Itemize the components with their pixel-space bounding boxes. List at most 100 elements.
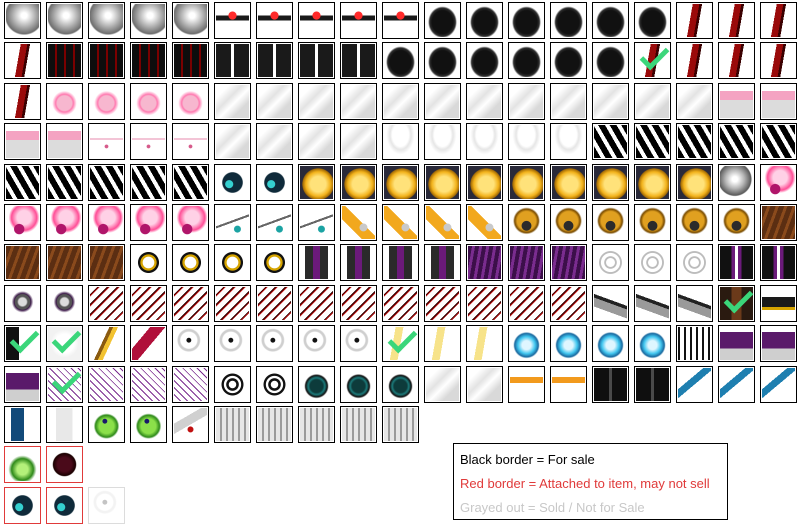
item-slot-flames-black[interactable] [592,123,629,161]
item-slot-coat-black[interactable] [508,42,545,80]
item-slot-ghost-white[interactable] [214,325,251,363]
item-slot-pants-black[interactable] [214,42,251,80]
item-slot-necklace-pearl[interactable] [88,123,125,161]
item-slot-flames-black[interactable] [760,123,797,161]
item-slot-blade-silver[interactable] [676,284,713,322]
item-slot-glove-red[interactable] [4,42,41,80]
item-slot-dress-white[interactable] [424,82,461,120]
item-slot-moon-gold[interactable] [508,163,545,201]
item-slot-fire-gold[interactable] [340,204,377,241]
item-slot-skirt-pink[interactable] [4,123,41,161]
item-slot-cape-purple[interactable] [466,244,503,282]
item-slot-web-purple-check[interactable] [46,365,83,403]
item-slot-skirt-silver[interactable] [256,406,293,443]
item-slot-crown-orange[interactable] [508,365,545,403]
item-slot-moon-gold[interactable] [676,163,713,201]
item-slot-dress-white[interactable] [550,82,587,120]
item-slot-wings-white[interactable] [172,406,209,443]
item-slot-moon-gold[interactable] [298,163,335,201]
item-slot-horn-red[interactable] [130,325,167,363]
item-slot-helm-gold[interactable] [634,204,671,241]
item-slot-mask-teal[interactable] [256,163,293,201]
item-slot-cape-black-red[interactable] [130,42,167,80]
item-slot-flames-black[interactable] [46,163,83,201]
item-slot-armor-gray[interactable] [172,2,209,39]
item-slot-dress-white[interactable] [508,82,545,120]
item-slot-dress-white[interactable] [256,82,293,120]
item-slot-armor-gray[interactable] [46,2,83,39]
item-slot-stitch-red[interactable] [88,284,125,322]
item-slot-coat-black[interactable] [424,2,461,39]
item-slot-web-purple[interactable] [88,365,125,403]
item-slot-web-purple[interactable] [172,365,209,403]
item-slot-dress-white[interactable] [424,365,461,403]
item-slot-crown-ruby[interactable] [382,2,419,39]
item-slot-dress-white[interactable] [214,82,251,120]
item-slot-wings-dark[interactable] [718,244,755,282]
item-slot-orb-dark[interactable] [46,446,83,484]
item-slot-coat-black[interactable] [550,2,587,39]
item-slot-fire-gold[interactable] [424,204,461,241]
item-slot-ghost-white[interactable] [340,325,377,363]
item-slot-flower-teal[interactable] [340,365,377,403]
item-slot-flames-black[interactable] [718,123,755,161]
item-slot-stitch-red[interactable] [172,284,209,322]
item-slot-cape-black-red[interactable] [88,42,125,80]
item-slot-stitch-red[interactable] [466,284,503,322]
item-slot-staff-yellow-check[interactable] [382,325,419,363]
item-slot-moon-gold[interactable] [340,163,377,201]
item-slot-hair-brown[interactable] [4,244,41,282]
item-slot-necklace-pearl[interactable] [172,123,209,161]
item-slot-flames-black[interactable] [172,163,209,201]
item-slot-flower-teal[interactable] [382,365,419,403]
item-slot-ghost-white[interactable] [298,325,335,363]
item-slot-crown-ruby[interactable] [256,2,293,39]
item-slot-bow-gold[interactable] [130,244,167,282]
item-slot-pants-black[interactable] [340,42,377,80]
item-slot-charm-teal[interactable] [298,204,335,241]
item-slot-bow-gold[interactable] [172,244,209,282]
item-slot-flames-black[interactable] [676,123,713,161]
item-slot-coat-dark[interactable] [634,365,671,403]
item-slot-orb-pink[interactable] [4,204,41,241]
item-slot-collar-white[interactable] [466,123,503,161]
item-slot-flames-black[interactable] [130,163,167,201]
item-slot-helm-gold[interactable] [592,204,629,241]
item-slot-skirt-silver[interactable] [214,406,251,443]
item-slot-pants-black[interactable] [256,42,293,80]
item-slot-moon-gold[interactable] [466,163,503,201]
item-slot-mask-teal[interactable] [4,486,41,524]
item-slot-coat-black[interactable] [466,2,503,39]
item-slot-ice-blue[interactable] [592,325,629,363]
item-slot-armor-gray[interactable] [130,2,167,39]
item-slot-swirl-silver[interactable] [676,244,713,282]
item-slot-hair-brown[interactable] [46,244,83,282]
item-slot-mask-teal[interactable] [46,486,83,524]
item-slot-coat-black[interactable] [424,42,461,80]
item-slot-guard-purple[interactable] [424,244,461,282]
item-slot-belt-black-gold[interactable] [760,284,797,322]
item-slot-collar-white[interactable] [550,123,587,161]
item-slot-crown-ruby[interactable] [340,2,377,39]
item-slot-cape-black-red[interactable] [172,42,209,80]
item-slot-ghost-white[interactable] [88,486,125,524]
item-slot-skirt-silver[interactable] [340,406,377,443]
item-slot-blade-silver[interactable] [592,284,629,322]
item-slot-blade-silver[interactable] [634,284,671,322]
item-slot-dress-white[interactable] [382,82,419,120]
item-slot-flames-black[interactable] [4,163,41,201]
item-slot-flames-black[interactable] [634,123,671,161]
item-slot-helm-gold[interactable] [508,204,545,241]
item-slot-orb-silver[interactable] [718,163,755,201]
item-slot-orb-pink[interactable] [88,204,125,241]
item-slot-blade-blue[interactable] [718,365,755,403]
item-slot-collar-white[interactable] [382,123,419,161]
item-slot-moon-gold[interactable] [382,163,419,201]
item-slot-glove-red[interactable] [760,42,797,80]
item-slot-wings-pink[interactable] [130,82,167,120]
item-slot-stitch-red[interactable] [340,284,377,322]
item-slot-skirt-pink[interactable] [46,123,83,161]
item-slot-ice-blue[interactable] [634,325,671,363]
item-slot-hair-brown[interactable] [88,244,125,282]
item-slot-ice-blue[interactable] [508,325,545,363]
